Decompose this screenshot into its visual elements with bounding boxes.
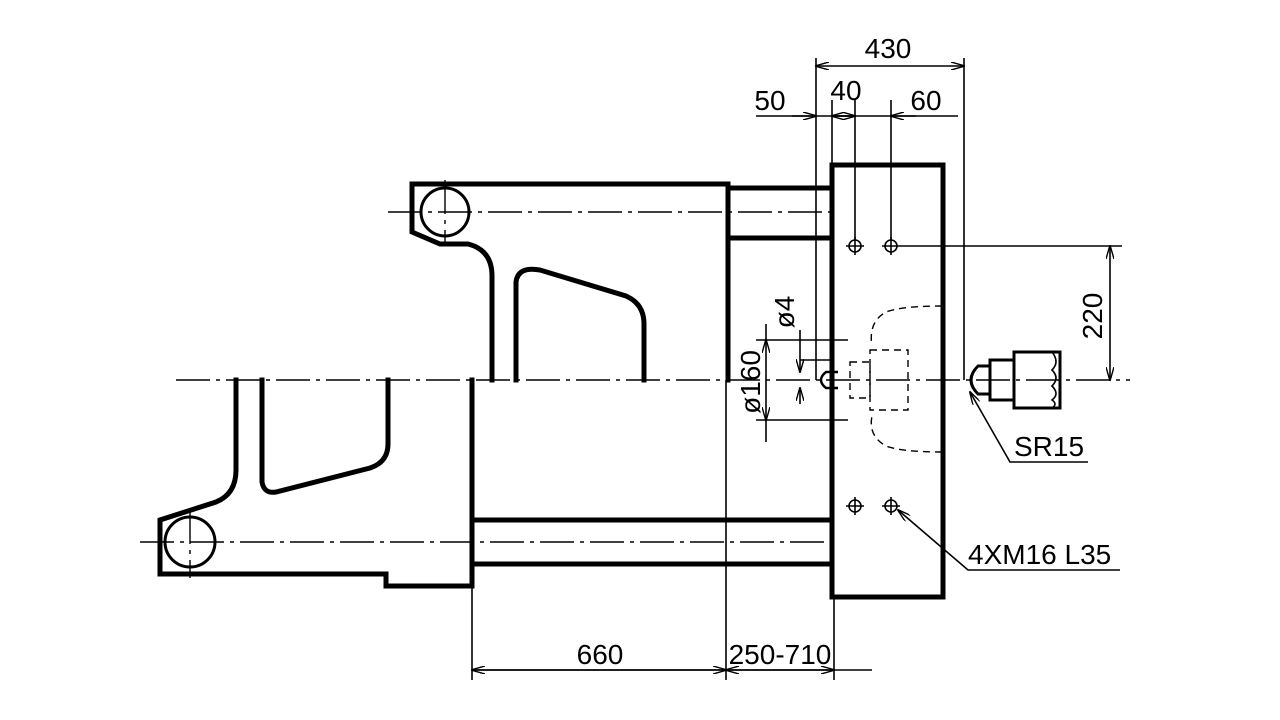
nozzle-tip-left bbox=[819, 370, 838, 390]
label-bolt-spec: 4XM16 L35 bbox=[968, 539, 1111, 570]
upper-web-opening bbox=[513, 266, 647, 383]
lower-web-opening bbox=[259, 377, 391, 495]
leader-bolt-spec bbox=[898, 510, 1120, 571]
dim-250-710: 250-710 bbox=[729, 639, 832, 670]
lower-frame bbox=[157, 377, 475, 589]
bolt-holes bbox=[846, 237, 900, 515]
center-lines bbox=[140, 180, 1130, 578]
dim-660: 660 bbox=[577, 639, 624, 670]
bottom-extension-lines bbox=[471, 380, 835, 680]
dim-dia160: ø160 bbox=[735, 350, 766, 414]
platen-hidden-detail bbox=[849, 305, 943, 453]
dim-430: 430 bbox=[865, 33, 912, 64]
top-extension-lines bbox=[815, 58, 965, 380]
dim-220: 220 bbox=[1077, 293, 1108, 340]
dim-dia4: ø4 bbox=[769, 296, 800, 329]
lower-tie-bar bbox=[469, 517, 835, 567]
dim-60: 60 bbox=[910, 85, 941, 116]
leader-sr15 bbox=[970, 392, 1088, 463]
label-sr15: SR15 bbox=[1014, 431, 1084, 462]
upper-tie-bar bbox=[725, 185, 835, 241]
dim-40: 40 bbox=[830, 75, 861, 106]
upper-frame bbox=[409, 181, 731, 383]
platen-plate bbox=[829, 162, 946, 600]
dim-50: 50 bbox=[754, 85, 785, 116]
